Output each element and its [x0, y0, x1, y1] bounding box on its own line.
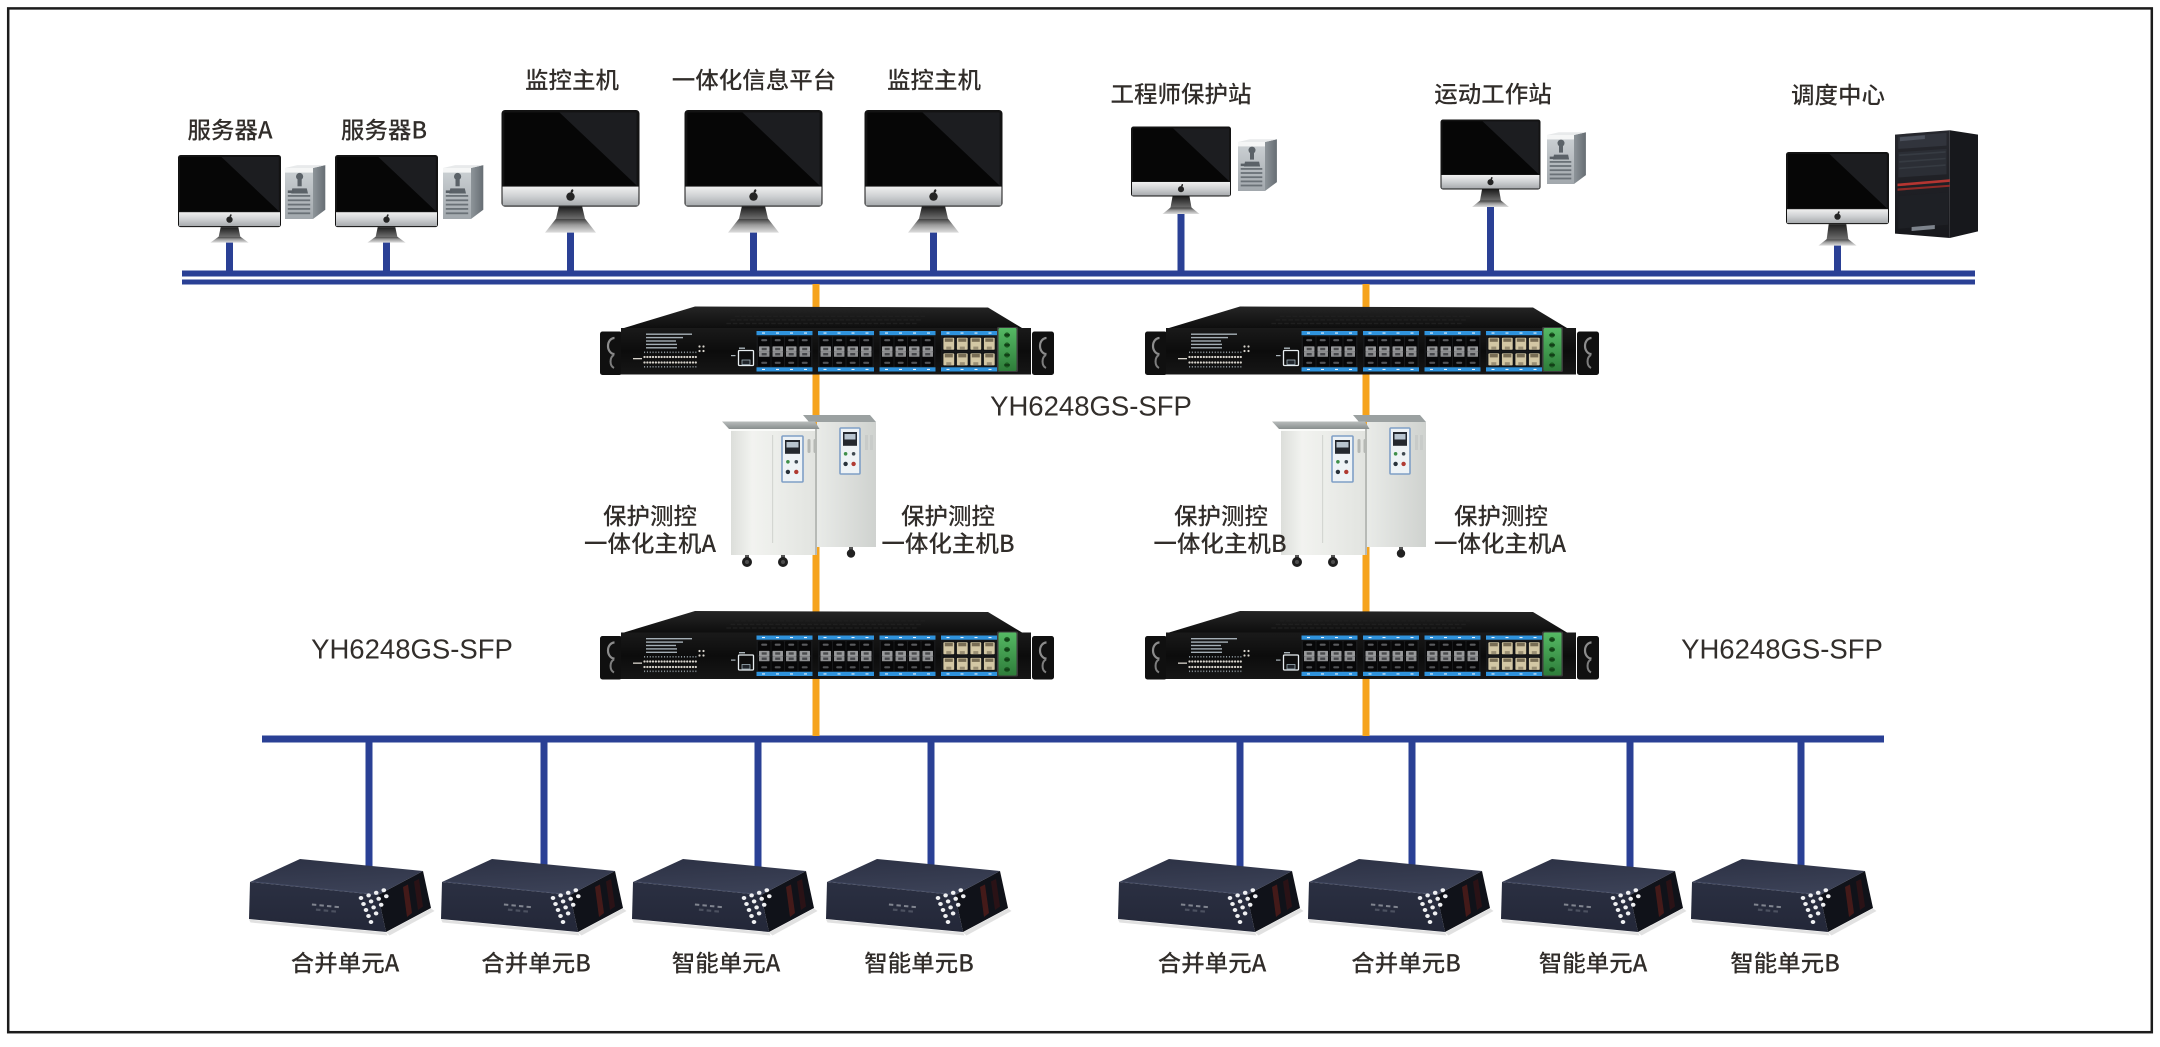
- svg-text:YH6248GS-SFP: YH6248GS-SFP: [990, 391, 1192, 422]
- svg-text:YH6248GS-SFP: YH6248GS-SFP: [311, 633, 513, 664]
- svg-text:YH6248GS-SFP: YH6248GS-SFP: [1681, 633, 1883, 664]
